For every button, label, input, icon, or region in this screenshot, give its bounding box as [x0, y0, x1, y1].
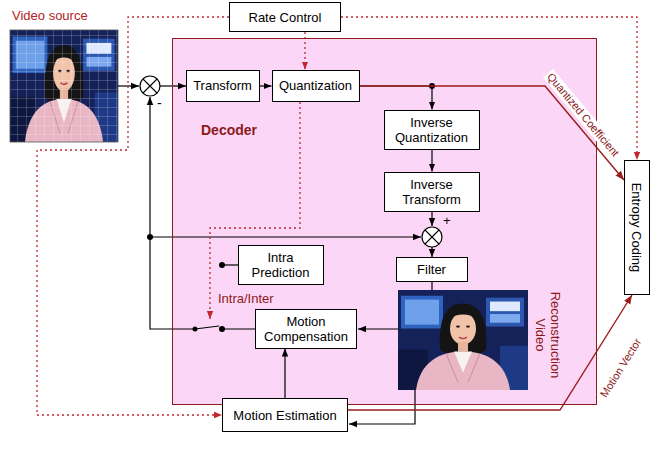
filter-box: Filter [396, 257, 468, 282]
node-text: Filter [417, 262, 446, 277]
source-label: Video source [12, 8, 88, 23]
node-text: Entropy Coding [630, 183, 645, 273]
switch-contact [219, 326, 225, 332]
process-box: Quantization [272, 70, 360, 102]
source-picture [10, 30, 118, 142]
sign-mark-holder: + [443, 213, 451, 228]
switch-wire [222, 328, 256, 329]
process-box: Inverse Transform [384, 172, 480, 212]
node-text: Inverse Transform [390, 177, 474, 207]
node-text: Intra Prediction [244, 250, 318, 280]
subtractor-symbol [140, 76, 160, 96]
junction-dot [147, 234, 153, 240]
switch-pivot [193, 327, 198, 332]
node-text: Quantization [279, 78, 352, 93]
signal-wire [431, 212, 432, 226]
node-text: Motion Estimation [233, 408, 336, 423]
signal-connector [431, 150, 432, 172]
reference-wire [358, 328, 398, 329]
reference-wire [349, 390, 415, 424]
signal-connector [360, 86, 433, 110]
node-text: Transform [193, 78, 252, 93]
process-box: Transform [186, 70, 260, 102]
signal-connector [348, 295, 632, 410]
edge-label: Quantized Coefficient [543, 69, 623, 161]
control-box: Rate Control [229, 2, 341, 32]
process-box: Motion Compensation [255, 309, 357, 349]
process-box: Inverse Quantization [384, 110, 480, 150]
sign-mark-holder: - [157, 95, 162, 111]
signal-connector [284, 349, 285, 399]
output-label-holder: Reconstruction Video [533, 285, 563, 385]
edge-label-holder: Motion Vector [597, 335, 646, 402]
sign-mark: + [443, 213, 451, 228]
prediction-wire [150, 236, 421, 237]
switch-label-holder: Intra/Inter [218, 291, 274, 306]
signal-wire [160, 85, 186, 86]
node-text: Rate Control [249, 10, 322, 25]
switch-label: Intra/Inter [218, 291, 274, 306]
edge-label-holder: Quantized Coefficient [543, 69, 623, 161]
signal-wire [431, 247, 432, 257]
process-box: Intra Prediction [238, 245, 324, 285]
edge-label: Motion Vector [597, 335, 646, 402]
signal-wire [431, 282, 432, 290]
output-label: Reconstruction Video [533, 285, 563, 385]
sign-mark: - [157, 95, 162, 111]
signal-connector [260, 85, 272, 86]
node-text: Motion Compensation [261, 314, 351, 344]
signal-connector [360, 86, 625, 180]
process-box: Motion Estimation [222, 398, 348, 432]
source-label-holder: Video source [12, 8, 88, 23]
adder-symbol [422, 227, 442, 247]
node-text: Inverse Quantization [390, 115, 474, 145]
node-text: Decoder [201, 122, 257, 138]
switch-lever [195, 326, 219, 329]
decoder-ground [172, 38, 597, 405]
block-grid [10, 30, 118, 142]
switch-contact [219, 262, 225, 268]
coder-box: Entropy Coding [624, 160, 650, 295]
reconstructed-picture [398, 290, 528, 390]
